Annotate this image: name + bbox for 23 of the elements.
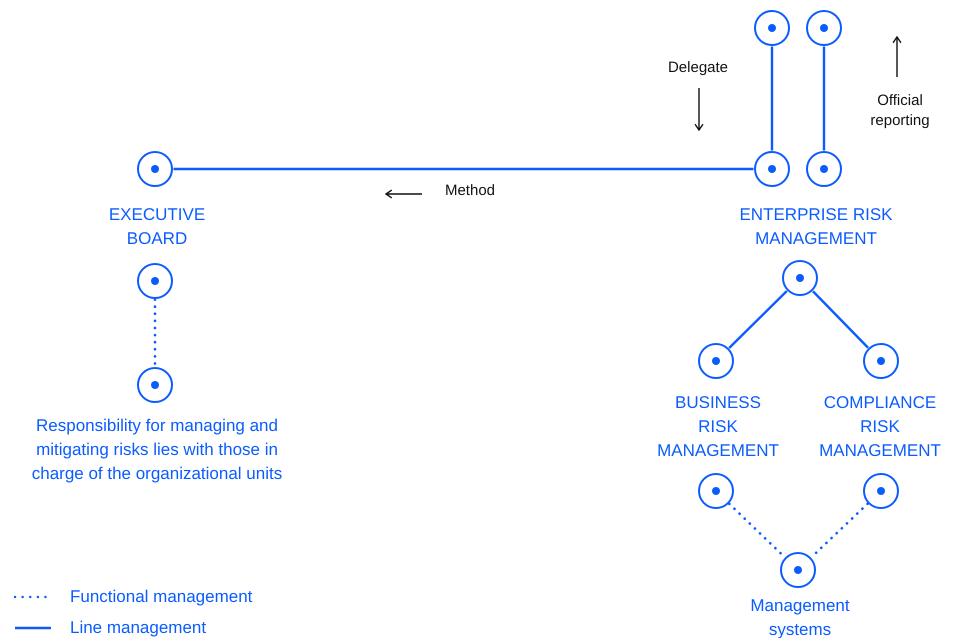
node-label: BUSINESS RISK MANAGEMENT <box>657 392 779 462</box>
connector-line <box>174 168 754 170</box>
node-circle <box>136 262 172 298</box>
connector-line <box>728 290 788 349</box>
node-label: COMPLIANCE RISK MANAGEMENT <box>818 392 942 462</box>
annotation-text: Official reporting <box>869 91 931 131</box>
dotted-connector <box>154 298 156 368</box>
connector-line <box>822 46 826 150</box>
connector-line <box>770 46 774 150</box>
node-circle <box>862 472 898 508</box>
connector-line <box>812 290 869 349</box>
legend-label: Line management <box>70 617 206 638</box>
node-circle <box>782 260 818 296</box>
node-circle <box>806 10 842 46</box>
node-circle <box>754 150 790 186</box>
node-label: ENTERPRISE RISK MANAGEMENT <box>738 204 894 250</box>
annotation-text: Delegate <box>666 58 730 78</box>
legend-label: Functional management <box>70 586 252 608</box>
node-label: EXECUTIVE BOARD <box>108 204 206 250</box>
annotation-text: Method <box>444 181 496 201</box>
node-label: Responsibility for managing and mitigating risks lies with those in charge of the organizational units <box>30 415 284 485</box>
node-circle <box>754 10 790 46</box>
node-circle <box>698 472 734 508</box>
